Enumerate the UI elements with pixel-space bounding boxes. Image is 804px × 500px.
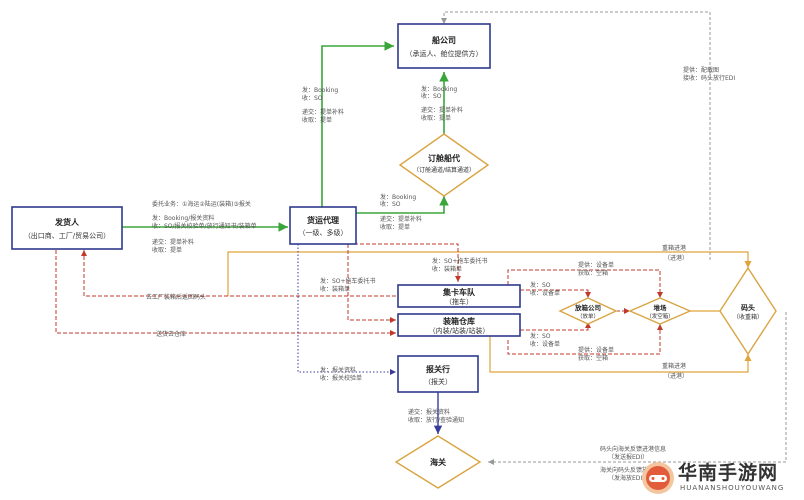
node-yard[interactable]: 堆场 （发空箱） bbox=[628, 297, 692, 325]
svg-text:（放单）: （放单） bbox=[577, 312, 599, 320]
label-shipper-entrust: 委托业务：①海运②陆运(装箱)③报关 bbox=[152, 200, 251, 208]
edge-warehouse-box bbox=[520, 322, 591, 331]
label-heavy-top: 重箱进港 bbox=[662, 244, 686, 252]
label-shipper-get: 收取：提单 bbox=[152, 246, 182, 254]
label-broker-customs-submit: 递交：报关资料 bbox=[408, 408, 450, 416]
label-truck-box-send: 发：SO bbox=[530, 281, 551, 289]
svg-text:（内装/站装/站装）: （内装/站装/站装） bbox=[429, 326, 490, 335]
label-customs-feedback-1-sub: （发送报EDI） bbox=[608, 453, 648, 461]
label-truck-box-recv: 收：设备单 bbox=[530, 289, 560, 297]
label-fwd-wh-recv: 收：装箱单 bbox=[320, 285, 350, 293]
watermark-cn: 华南手游网 bbox=[678, 462, 779, 484]
label-fwd-wh-send: 发：SO+拖车委托书 bbox=[320, 277, 376, 285]
svg-text:海关: 海关 bbox=[430, 457, 446, 467]
label-shipper-submit: 递交：提单补料 bbox=[152, 238, 194, 246]
label-wh-box-recv: 收：设备单 bbox=[530, 340, 560, 348]
label-wh-box-send: 发：SO bbox=[530, 332, 551, 340]
node-carrier[interactable]: 船公司 （承运人、舱位提供方） bbox=[397, 23, 491, 69]
label-heavy-bottom-sub: （进港） bbox=[664, 372, 688, 380]
svg-text:堆场: 堆场 bbox=[654, 303, 668, 312]
edge-terminal-carrier bbox=[441, 11, 711, 260]
edge-yard-bottom bbox=[507, 324, 663, 355]
label-fwd-carrier-get: 收取：提单 bbox=[302, 116, 332, 124]
edge-forwarder-broker bbox=[297, 244, 396, 375]
edge-forwarder-trucking bbox=[300, 243, 461, 282]
edge-terminal-customs bbox=[488, 312, 787, 465]
edge-heavy-bottom bbox=[489, 335, 752, 373]
edge-forwarder-carrier bbox=[321, 41, 394, 207]
label-agent-carrier-recv: 收：SO bbox=[421, 92, 442, 100]
svg-text:订舱船代: 订舱船代 bbox=[428, 153, 460, 163]
edge-trucking-box bbox=[520, 289, 591, 298]
label-fwd-agent-submit: 递交：提单补料 bbox=[380, 215, 422, 223]
label-fwd-truck-send: 发：SO+拖车委托书 bbox=[432, 257, 488, 265]
edge-forwarder-agent bbox=[356, 196, 449, 214]
node-forwarder[interactable]: 货运代理 （一级、多级） bbox=[289, 206, 357, 245]
edge-trucking-shipper bbox=[81, 250, 396, 297]
svg-text:（报关）: （报关） bbox=[424, 377, 452, 386]
label-fwd-broker-recv: 收：报关校验单 bbox=[320, 374, 362, 382]
label-customs-feedback-2-sub: （发海放EDI） bbox=[608, 474, 648, 482]
watermark-logo: 华南手游网 HUANANSHOUYOUWANG bbox=[640, 458, 800, 498]
edge-heavy-top bbox=[227, 251, 752, 296]
node-terminal[interactable]: 码头 （收重箱） bbox=[719, 266, 777, 356]
svg-text:集卡车队: 集卡车队 bbox=[442, 287, 476, 297]
svg-text:码头: 码头 bbox=[741, 303, 755, 312]
edge-forwarder-warehouse bbox=[347, 244, 396, 323]
label-agent-carrier-send: 发：Booking bbox=[421, 85, 457, 93]
svg-text:（发空箱）: （发空箱） bbox=[646, 312, 674, 320]
svg-text:（订舱通道/结算通道）: （订舱通道/结算通道） bbox=[413, 166, 475, 174]
svg-text:装箱仓库: 装箱仓库 bbox=[442, 316, 475, 326]
label-fwd-agent-recv: 收：SO bbox=[380, 200, 401, 208]
label-heavy-top-sub: （进港） bbox=[664, 254, 688, 262]
label-customs-feedback-2: 海关向码头反馈放行信息 bbox=[600, 466, 666, 474]
label-fwd-broker-send: 发：报关资料 bbox=[320, 366, 356, 374]
label-fwd-carrier-recv: 收：SO bbox=[302, 94, 323, 102]
label-yard-get-top: 获取：空箱 bbox=[578, 269, 608, 277]
label-heavy-bottom: 重箱进港 bbox=[662, 362, 686, 370]
node-customs-broker[interactable]: 报关行 （报关） bbox=[397, 355, 479, 393]
label-agent-carrier-submit: 递交：提单补料 bbox=[421, 106, 463, 114]
label-agent-carrier-get: 收取：提单 bbox=[421, 114, 451, 122]
label-terminal-provide: 提供：配载图 bbox=[683, 66, 719, 74]
label-to-warehouse: 送货去仓库 bbox=[156, 330, 186, 338]
label-to-factory: 去工厂装箱后返回码头 bbox=[146, 293, 206, 301]
label-fwd-carrier-submit: 递交：提单补料 bbox=[302, 108, 344, 116]
edge-shipper-warehouse bbox=[55, 250, 396, 336]
node-box-company[interactable]: 放箱公司 （放单） bbox=[558, 297, 618, 325]
edge-yard-top bbox=[507, 269, 663, 298]
svg-text:放箱公司: 放箱公司 bbox=[574, 303, 601, 312]
label-shipper-recv: 收：SO/报关校验单/放行通知书/装箱单 bbox=[152, 222, 257, 230]
svg-text:（一级、多级）: （一级、多级） bbox=[299, 228, 348, 237]
node-warehouse[interactable]: 装箱仓库 （内装/站装/站装） bbox=[397, 313, 521, 337]
label-yard-provide-top: 提供：设备单 bbox=[578, 261, 614, 269]
svg-text:报关行: 报关行 bbox=[426, 364, 450, 374]
svg-text:（拖车）: （拖车） bbox=[445, 297, 473, 306]
label-fwd-carrier-send: 发：Booking bbox=[302, 86, 338, 94]
svg-text:（收重箱）: （收重箱） bbox=[733, 313, 763, 321]
label-shipper-send: 发：Booking/报关资料 bbox=[152, 214, 214, 222]
gamepad-logo-icon bbox=[642, 462, 674, 494]
svg-text:（承运人、舱位提供方）: （承运人、舱位提供方） bbox=[406, 49, 483, 58]
node-customs[interactable]: 海关 bbox=[394, 435, 482, 489]
svg-text:（出口商、工厂/贸易公司）: （出口商、工厂/贸易公司） bbox=[24, 231, 110, 240]
node-shipper[interactable]: 发货人 （出口商、工厂/贸易公司） bbox=[11, 206, 123, 250]
label-yard-get-bottom: 获取：空箱 bbox=[578, 354, 608, 362]
label-fwd-truck-recv: 收：装箱单 bbox=[432, 265, 462, 273]
label-customs-feedback-1: 码头向海关反馈进港信息 bbox=[600, 445, 666, 453]
watermark-en: HUANANSHOUYOUWANG bbox=[680, 484, 785, 492]
node-trucking[interactable]: 集卡车队 （拖车） bbox=[397, 284, 521, 308]
node-booking-agent[interactable]: 订舱船代 （订舱通道/结算通道） bbox=[398, 133, 490, 197]
svg-text:货运代理: 货运代理 bbox=[306, 215, 339, 225]
label-terminal-recv: 接收：码头放行EDI bbox=[683, 74, 735, 82]
svg-text:发货人: 发货人 bbox=[54, 217, 80, 227]
svg-text:船公司: 船公司 bbox=[432, 35, 456, 45]
label-yard-provide-bottom: 提供：设备单 bbox=[578, 346, 614, 354]
label-broker-customs-get: 收取：放行/查验通知 bbox=[408, 416, 464, 424]
label-fwd-agent-send: 发：Booking bbox=[380, 193, 416, 201]
label-fwd-agent-get: 收取：提单 bbox=[380, 223, 410, 231]
